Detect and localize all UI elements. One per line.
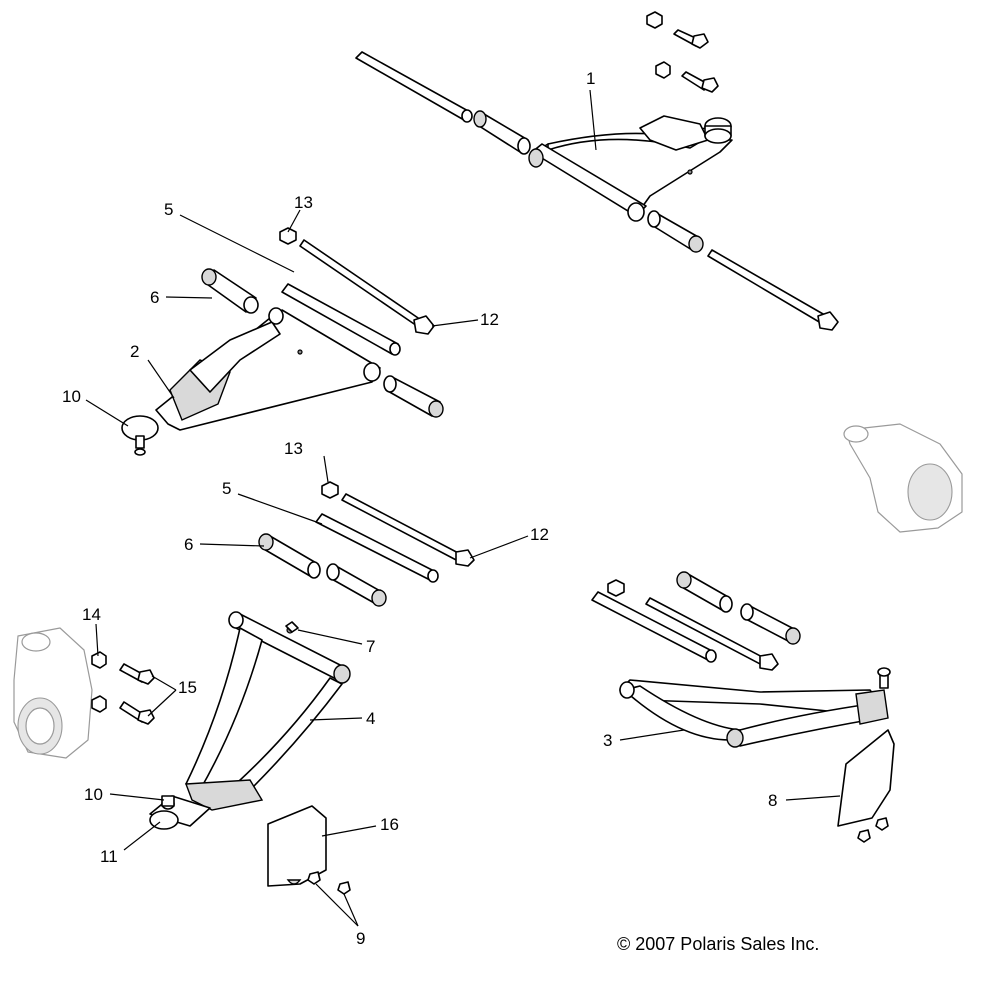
bushing-middle-b [326, 563, 387, 607]
callout-12-upper: 12 [480, 310, 499, 329]
callout-3: 3 [603, 731, 612, 750]
skid-plate-16 [267, 805, 327, 887]
callout-14: 14 [82, 605, 101, 624]
bolt-12-upper [299, 239, 435, 335]
bushing-right-a [676, 571, 733, 613]
bolt-top-2 [681, 71, 719, 93]
callout-13-upper: 13 [294, 193, 313, 212]
nut-top-2 [655, 61, 671, 79]
callout-1: 1 [586, 69, 595, 88]
upper-a-arm-assembly-1 [355, 11, 839, 331]
middle-hardware [258, 481, 475, 607]
copyright-text: © 2007 Polaris Sales Inc. [617, 934, 820, 954]
callout-10-lower: 10 [84, 785, 103, 804]
bushing-6-middle [258, 533, 321, 579]
nut-top-1 [646, 11, 663, 29]
callout-10-upper: 10 [62, 387, 81, 406]
bushing-6b-upper [383, 375, 444, 418]
nut-13-middle [321, 481, 339, 499]
bolt-12-middle [341, 493, 475, 567]
callout-11: 11 [100, 847, 118, 866]
callout-6-middle: 6 [184, 535, 193, 554]
callout-labels: 1 5 13 6 12 2 10 13 5 12 6 14 7 15 4 3 1… [62, 69, 777, 948]
bushing-right-b [740, 603, 801, 645]
callout-9: 9 [356, 929, 365, 948]
bolt-15-lower [119, 701, 155, 725]
screw-9a [307, 871, 321, 885]
callout-12-middle: 12 [530, 525, 549, 544]
callout-4: 4 [366, 709, 375, 728]
rod-5-upper [281, 283, 401, 356]
screw-8b [857, 829, 871, 843]
screw-9b [337, 881, 351, 895]
upper-a-arm-assembly-2 [121, 227, 444, 456]
lower-a-arm-assembly-3 [591, 423, 963, 843]
a-arm-4 [149, 611, 351, 830]
callout-2: 2 [130, 342, 139, 361]
bolt-top-1 [673, 29, 709, 49]
screw-8a [875, 817, 889, 831]
callout-13-middle: 13 [284, 439, 303, 458]
bolt-15-upper [119, 663, 155, 685]
pivot-bushing-right [647, 210, 704, 253]
nut-13-upper [279, 227, 297, 245]
steering-knuckle-left [13, 627, 93, 759]
bushing-6-upper [201, 268, 259, 314]
pivot-bushing-left [473, 110, 531, 155]
callout-5-upper: 5 [164, 200, 173, 219]
rod-5-middle [315, 513, 439, 583]
callout-5-middle: 5 [222, 479, 231, 498]
rod-right [591, 591, 717, 663]
leader-lines [85, 89, 841, 927]
callout-16: 16 [380, 815, 399, 834]
callout-6-upper: 6 [150, 288, 159, 307]
nut-15-left [91, 695, 107, 713]
bolt-right [645, 597, 779, 671]
long-bolt-right [707, 249, 839, 331]
screw-7 [285, 621, 299, 633]
a-arm-3 [619, 667, 891, 748]
steering-knuckle-right [843, 423, 963, 533]
nut-14 [91, 651, 107, 669]
callout-8: 8 [768, 791, 777, 810]
long-pivot-rod [355, 51, 473, 123]
skid-plate-8 [837, 729, 895, 827]
a-arm-1 [528, 115, 733, 222]
a-arm-2 [121, 307, 381, 456]
lower-a-arm-assembly-4 [13, 611, 351, 895]
nut-right [607, 579, 625, 597]
callout-7: 7 [366, 637, 375, 656]
callout-15: 15 [178, 678, 197, 697]
